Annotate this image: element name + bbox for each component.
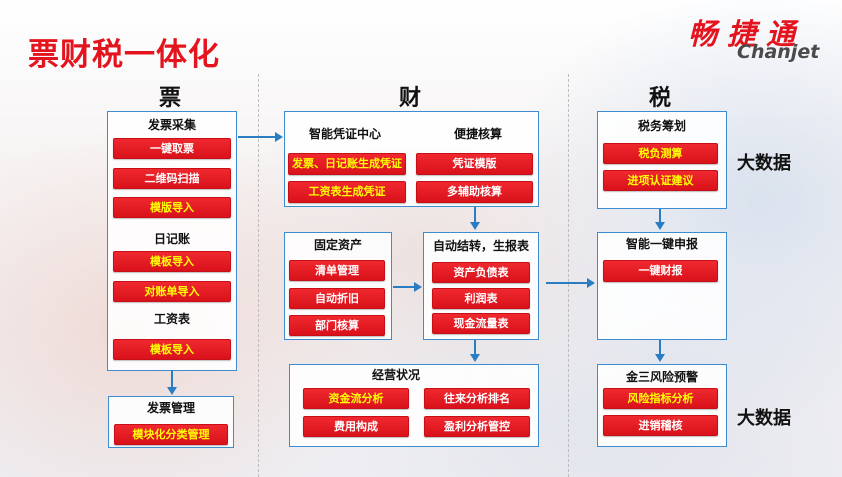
arrow-voucher-to-auto-report [470,207,480,230]
button-department-accounting: 部门核算 [289,315,385,336]
section-label-invoice-collect: 发票采集 [147,118,196,132]
column-header-cai: 财 [398,86,421,111]
arrow-head [414,282,422,292]
arrow-collect-to-invoice-mgmt [167,371,177,395]
button-fund-flow-analysis: 资金流分析 [303,388,409,409]
arrow-auto-report-to-operations [470,340,480,362]
quick-accounting-label: 便捷核算 [453,127,502,141]
invoice-mgmt-label: 发票管理 [146,401,195,415]
button-risk-indicator-analysis: 风险指标分析 [603,388,718,409]
arrow-head [470,354,480,362]
arrow-head [655,354,665,362]
button-list-management: 清单管理 [289,260,385,281]
arrow-fixed-assets-to-auto-report [393,282,422,292]
button-qr-scan: 二维码扫描 [113,168,231,189]
fixed-assets-box: 固定资产 清单管理 自动折旧 部门核算 [284,232,392,340]
arrow-head [167,387,177,395]
arrow-head [470,222,480,230]
button-cash-flow-statement: 现金流量表 [432,313,530,334]
voucher-center-box: 智能凭证中心 便捷核算 发票、日记账生成凭证 工资表生成凭证 凭证模版 多辅助核… [284,111,539,207]
invoice-collect-box: 发票采集 一键取票 二维码扫描 模版导入 日记账 模板导入 对账单导入 工资表 … [107,111,237,371]
smart-voucher-center-label: 智能凭证中心 [308,127,381,141]
smart-declare-label: 智能一键申报 [625,237,698,251]
logo-en: Chanjet [737,41,820,63]
risk-warning-label: 金三风险预警 [625,370,698,384]
fixed-assets-label: 固定资产 [313,238,362,252]
column-header-piao: 票 [158,86,181,111]
invoice-mgmt-box: 发票管理 模块化分类管理 [108,396,234,448]
column-divider-left [258,74,259,477]
button-balance-sheet: 资产负债表 [432,262,530,283]
tax-planning-box: 税务筹划 税负测算 进项认证建议 [597,111,727,209]
button-generate-voucher-invoice-journal: 发票、日记账生成凭证 [288,153,406,175]
arrow-tax-planning-to-declare [655,209,665,230]
tax-planning-label: 税务筹划 [637,119,686,133]
risk-warning-box: 金三风险预警 风险指标分析 进销稽核 [597,364,727,447]
arrow-head [275,132,283,142]
big-data-label-bottom: 大数据 [737,408,791,429]
button-auto-depreciation: 自动折旧 [289,288,385,309]
arrow-head [587,278,595,288]
logo-cn: 畅捷通 [688,17,806,51]
button-modular-classification: 模块化分类管理 [114,424,228,445]
arrow-head [655,222,665,230]
button-voucher-template: 凭证模版 [416,153,533,175]
button-tax-burden-calc: 税负测算 [603,143,718,164]
button-profit-analysis: 盈利分析管控 [424,416,530,437]
button-input-tax-advice: 进项认证建议 [603,170,718,191]
button-purchase-sales-audit: 进销稽核 [603,415,718,436]
slide-title: 票财税一体化 [28,37,220,73]
button-template-import-payroll: 模板导入 [113,339,231,360]
operations-label: 经营状况 [371,368,420,382]
arrow-piao-to-cai [238,132,283,142]
button-multi-aux-accounting: 多辅助核算 [416,181,533,203]
button-one-click-fetch-invoice: 一键取票 [113,138,231,159]
arrow-declare-to-risk-warning [655,340,665,362]
button-generate-voucher-payroll: 工资表生成凭证 [288,181,406,203]
auto-report-label: 自动结转，生报表 [432,239,529,253]
button-income-statement: 利润表 [432,288,530,309]
button-statement-import: 对账单导入 [113,281,231,302]
section-label-payroll: 工资表 [153,312,190,326]
button-template-import-journal: 模板导入 [113,251,231,272]
operations-box: 经营状况 资金流分析 往来分析排名 费用构成 盈利分析管控 [289,364,539,447]
big-data-label-top: 大数据 [737,153,791,174]
arrow-cai-to-shui [546,278,595,288]
button-expense-composition: 费用构成 [303,416,409,437]
button-one-click-report: 一键财报 [603,260,718,282]
column-divider-right [568,74,569,477]
button-template-import-invoice: 模版导入 [113,197,231,218]
column-header-shui: 税 [648,86,671,111]
button-receivables-ranking: 往来分析排名 [424,388,530,409]
auto-report-box: 自动结转，生报表 资产负债表 利润表 现金流量表 [423,232,539,340]
section-label-journal: 日记账 [153,232,190,246]
smart-declare-box: 智能一键申报 一键财报 [597,232,727,340]
